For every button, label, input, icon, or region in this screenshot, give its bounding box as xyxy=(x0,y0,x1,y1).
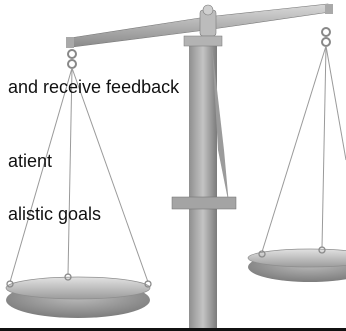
scale-beam-left-cap xyxy=(66,37,74,48)
scale-pivot-knob xyxy=(202,4,214,16)
scale-post xyxy=(189,36,217,331)
scale-right-strings xyxy=(261,45,346,253)
bullet-text-2: atient xyxy=(8,151,53,171)
scale-pointer xyxy=(212,46,229,205)
bullet-text-3: alistic goals xyxy=(8,204,102,224)
scale-beam-right-cap xyxy=(325,4,333,14)
scale-left-pan xyxy=(5,276,151,318)
bottom-border xyxy=(0,328,346,331)
scale-post-collar xyxy=(183,35,223,47)
bullet-text-1: and receive feedback xyxy=(8,77,180,97)
scale-crossbar xyxy=(171,196,237,210)
scale-right-hook xyxy=(321,27,331,47)
scale-left-hook xyxy=(67,49,77,69)
scale-pan-rings xyxy=(6,246,326,288)
scale-right-pan xyxy=(247,248,346,282)
scale-left-strings xyxy=(9,67,149,283)
